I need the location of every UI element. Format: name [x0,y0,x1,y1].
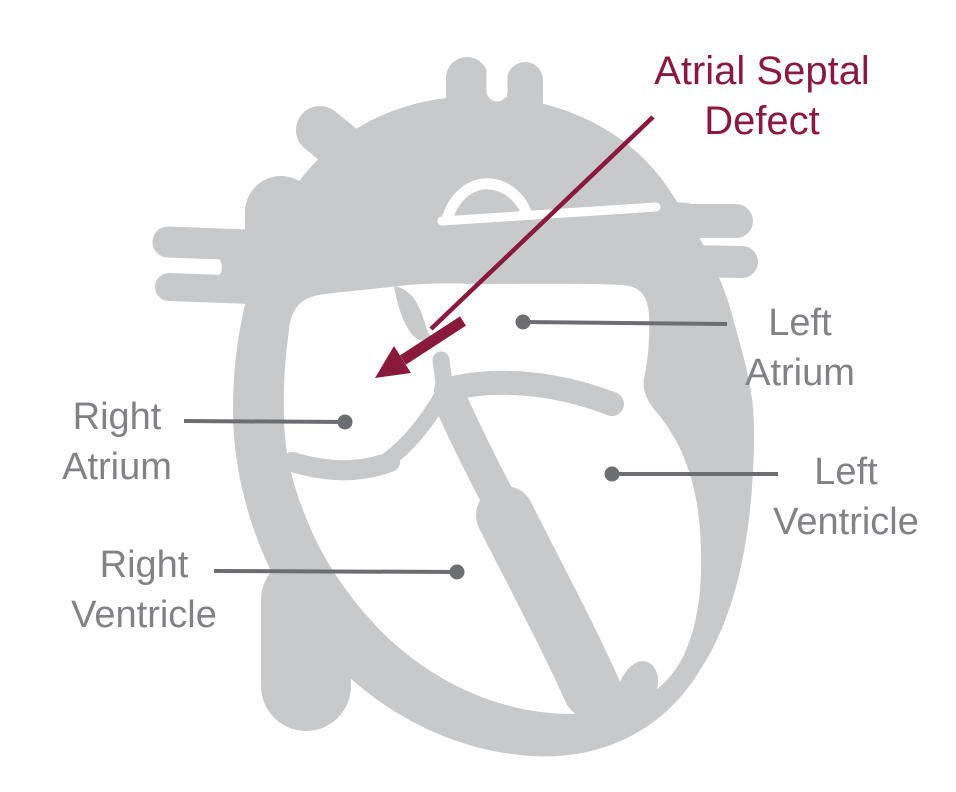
atrial-septum-upper [394,286,431,341]
heart-internal-walls [282,286,658,725]
left-atrium-leader-line [522,320,728,326]
defect-arrow-head-icon [375,346,411,378]
defect-annotation [375,115,655,378]
right-atrium-marker-dot [337,414,353,430]
left-ventricle-label-line-1: Left [814,451,878,493]
right-ventricle-label-line-1: Right [100,544,189,586]
right-atrium-label-line-1: Right [73,396,162,438]
left-atrium-label-line-1: Left [768,302,832,344]
right-atrium-label-line-2: Atrium [62,446,172,488]
defect-arrow-shaft [400,316,466,365]
pulmonary-artery-band [508,192,700,274]
title-line-2: Defect [704,99,820,143]
right-atrium-ventricle-separator [282,452,400,481]
pulmonary-vessel-junction [210,248,285,292]
diagram-labels: Atrial Septal Defect Right Atrium Left A… [62,49,919,636]
left-atrium-label-line-2: Atrium [745,352,855,394]
left-pulmonary-vessel-lower [672,245,758,278]
superior-vena-cava-stub [296,106,396,196]
leader-lines [183,314,778,580]
right-pulmonary-vessel-lower [155,273,292,305]
left-atrium-marker-dot [515,314,531,330]
papillary-muscle-ridge [614,661,658,725]
atrioventricular-wall-right-arm [434,370,624,416]
defect-leader-line [429,115,655,331]
left-ventricle-marker-dot [604,466,620,482]
right-atrium-leader-line [183,419,346,424]
right-ventricle-leader-line [213,569,458,574]
right-ventricle-marker-dot [449,564,465,580]
aortic-arch-window [441,178,532,225]
right-ventricle-label-line-2: Ventricle [71,594,217,636]
left-ventricle-label-line-2: Ventricle [773,501,919,543]
right-pulmonary-vessel-upper [152,226,291,262]
ventricular-septum-lower [476,486,621,719]
title-line-1: Atrial Septal [654,49,870,93]
